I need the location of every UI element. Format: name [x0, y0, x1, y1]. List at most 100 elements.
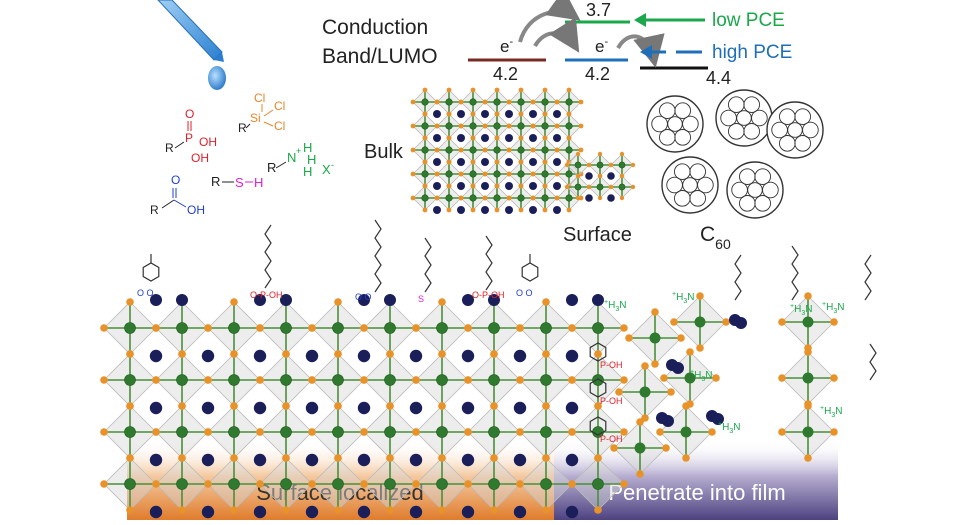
metal-atom	[488, 374, 500, 386]
cation-atom	[461, 349, 475, 363]
bulk-lattice	[410, 87, 584, 214]
metal-atom	[384, 478, 396, 490]
cation-atom	[149, 505, 163, 519]
halide-atom	[542, 454, 550, 462]
halide-atom	[126, 298, 134, 306]
halide-atom	[530, 147, 536, 153]
halide-atom	[518, 135, 524, 141]
metal-atom	[540, 478, 552, 490]
halide-atom	[506, 99, 512, 105]
halide-atom	[608, 184, 614, 190]
cation-atom	[149, 401, 163, 415]
cation-atom	[481, 134, 489, 142]
halide-atom	[542, 183, 548, 189]
metal-atom	[280, 322, 292, 334]
cation-atom	[358, 294, 370, 306]
cation-atom	[201, 349, 215, 363]
halide-atom	[334, 454, 342, 462]
metal-atom	[384, 426, 396, 438]
svg-text:OH: OH	[187, 203, 205, 217]
cation-atom	[505, 182, 513, 190]
svg-text:R: R	[150, 203, 159, 217]
cation-atom	[457, 206, 465, 214]
fullerene	[646, 95, 704, 153]
halide-atom	[490, 506, 498, 514]
c60-label: C60	[700, 223, 731, 252]
halide-atom	[597, 151, 603, 157]
halide-atom	[446, 183, 452, 189]
c60-fullerenes	[646, 89, 824, 219]
halide-atom	[568, 376, 576, 384]
halide-atom	[458, 99, 464, 105]
metal-atom	[436, 478, 448, 490]
halide-atom	[516, 376, 524, 384]
halide-atom	[256, 480, 264, 488]
halide-atom	[482, 147, 488, 153]
metal-atom	[332, 426, 344, 438]
svg-text:H: H	[307, 152, 316, 167]
phosphonate-group: P-OH	[600, 360, 623, 370]
metal-atom	[124, 374, 136, 386]
cation-atom	[357, 505, 371, 519]
halide-atom	[542, 298, 550, 306]
svg-text:H: H	[303, 140, 312, 155]
cation-atom	[565, 349, 579, 363]
metal-atom	[332, 322, 344, 334]
halide-atom	[708, 428, 716, 436]
alkyl-chain	[864, 254, 872, 301]
cation-atom	[513, 453, 527, 467]
halide-atom	[100, 376, 108, 384]
cation-atom	[357, 349, 371, 363]
halide-atom	[470, 159, 476, 165]
metal-atom	[517, 122, 525, 130]
halide-atom	[518, 87, 524, 93]
halide-atom	[506, 123, 512, 129]
halide-atom	[178, 402, 186, 410]
halide-atom	[506, 147, 512, 153]
cation-atom	[553, 134, 561, 142]
metal-atom	[540, 426, 552, 438]
metal-atom	[280, 478, 292, 490]
metal-atom	[445, 170, 453, 178]
cation-atom	[201, 505, 215, 519]
halide-atom	[386, 350, 394, 358]
phosphonate-group: P-OH	[600, 434, 623, 444]
halide-atom	[597, 173, 603, 179]
halide-atom	[568, 480, 576, 488]
cation-atom	[201, 453, 215, 467]
cation-atom	[457, 134, 465, 142]
cation-atom	[150, 294, 162, 306]
halide-atom	[360, 376, 368, 384]
svg-text:R: R	[267, 160, 276, 175]
halide-atom	[434, 147, 440, 153]
cation-atom	[565, 505, 579, 519]
metal-atom	[436, 322, 448, 334]
metal-atom	[228, 374, 240, 386]
c60-level-value: 4.4	[706, 68, 731, 88]
metal-atom	[634, 442, 646, 454]
halide-atom	[438, 454, 446, 462]
metal-atom	[436, 374, 448, 386]
halide-atom	[651, 308, 659, 316]
halide-atom	[410, 147, 416, 153]
metal-atom	[124, 478, 136, 490]
svg-text:O: O	[171, 173, 180, 187]
cation-atom	[253, 401, 267, 415]
metal-atom	[618, 161, 626, 169]
ammonium-label: +H3N	[604, 299, 626, 313]
halide-atom	[256, 376, 264, 384]
halide-atom	[578, 99, 584, 105]
halide-atom	[530, 123, 536, 129]
high-pce-label: high PCE	[712, 42, 792, 63]
halide-atom	[516, 480, 524, 488]
halide-atom	[696, 292, 704, 300]
metal-atom	[469, 170, 477, 178]
cation-atom	[433, 110, 441, 118]
halide-atom	[230, 298, 238, 306]
halide-atom	[100, 324, 108, 332]
halide-atom	[594, 402, 602, 410]
halide-atom	[682, 454, 690, 462]
halide-atom	[386, 506, 394, 514]
cation-atom	[505, 206, 513, 214]
halide-atom	[615, 388, 623, 396]
